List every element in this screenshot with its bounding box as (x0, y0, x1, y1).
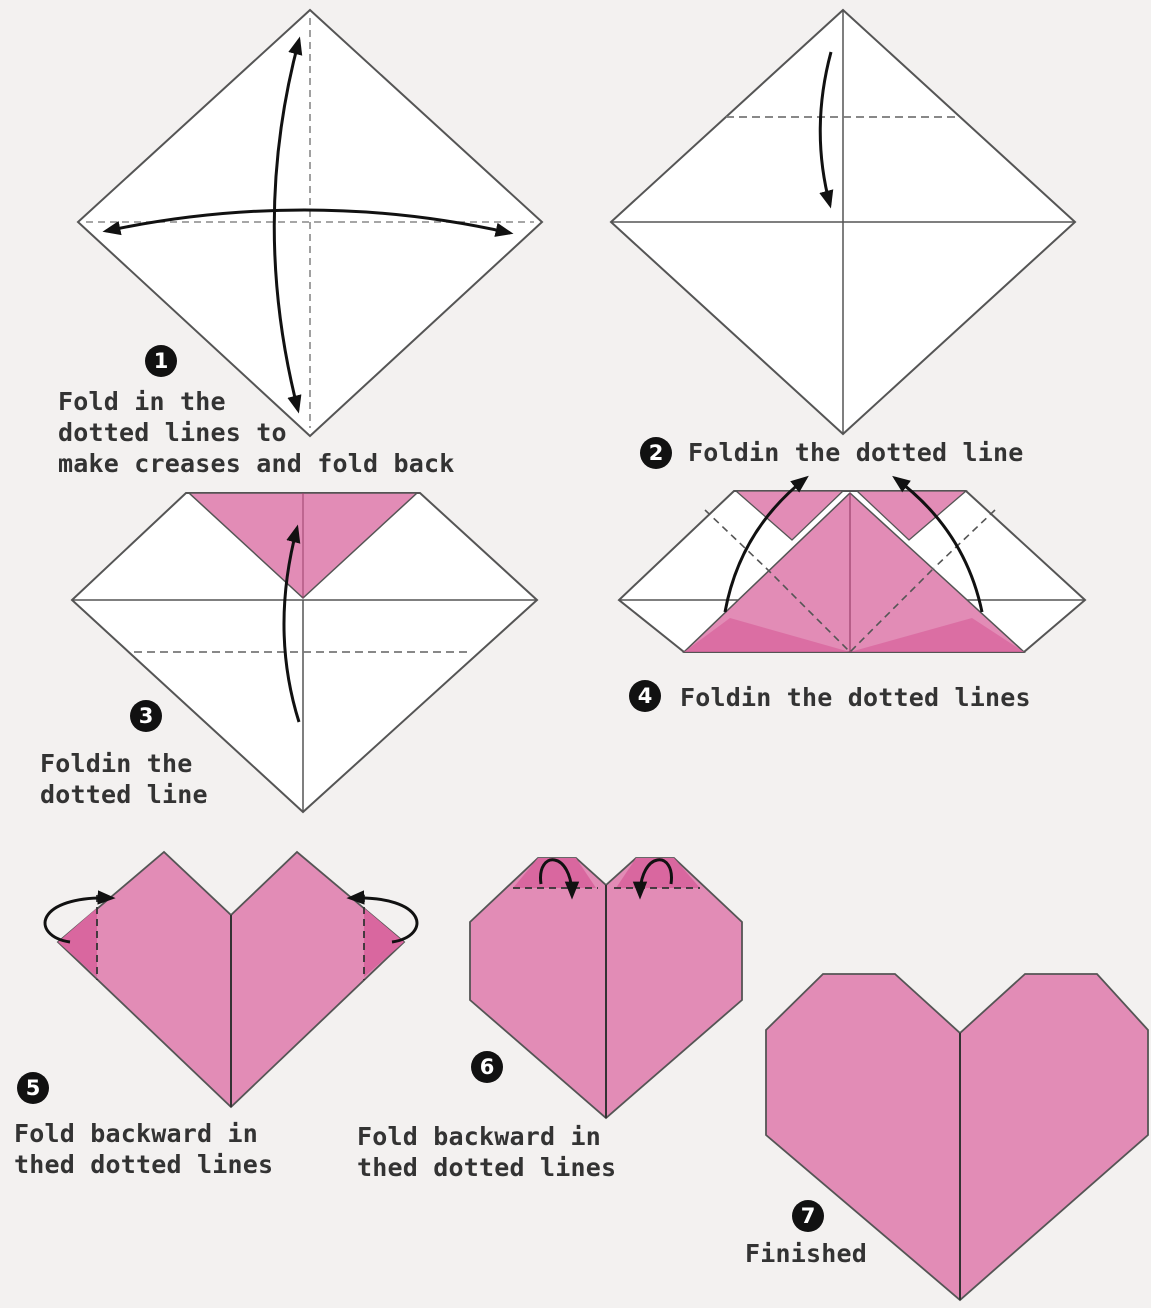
caption-line: make creases and fold back (58, 448, 455, 479)
step-number-badge: 4 (629, 680, 661, 712)
caption-line: thed dotted lines (14, 1149, 273, 1180)
step-number-badge: 6 (471, 1051, 503, 1083)
caption-line: dotted line (40, 779, 208, 810)
caption-line: Fold backward in (14, 1118, 273, 1149)
caption-line: Foldin the dotted lines (680, 682, 1031, 713)
caption-line: Finished (745, 1238, 867, 1269)
step-3-caption: Foldin the dotted line (40, 748, 208, 810)
step-6-figure (470, 858, 742, 1118)
caption-line: thed dotted lines (357, 1152, 616, 1183)
step-5-figure (45, 852, 417, 1107)
shade-left-corner (58, 908, 97, 977)
caption-line: dotted lines to (58, 417, 455, 448)
step-4-caption: Foldin the dotted lines (680, 682, 1031, 713)
caption-line: Fold in the (58, 386, 455, 417)
step-7-caption: Finished (745, 1238, 867, 1269)
step-2-caption: Foldin the dotted line (688, 437, 1024, 468)
step-number-badge: 3 (130, 700, 162, 732)
step-6-caption: Fold backward in thed dotted lines (357, 1121, 616, 1183)
caption-line: Foldin the (40, 748, 208, 779)
step-2-figure (611, 10, 1075, 434)
caption-line: Foldin the dotted line (688, 437, 1024, 468)
step-number-badge: 5 (17, 1072, 49, 1104)
step-4-figure (619, 478, 1085, 652)
step-1-caption: Fold in the dotted lines to make creases… (58, 386, 455, 479)
shade-right-corner (364, 908, 404, 977)
step-number-badge: 2 (640, 437, 672, 469)
caption-line: Fold backward in (357, 1121, 616, 1152)
step-5-caption: Fold backward in thed dotted lines (14, 1118, 273, 1180)
step-1-figure (78, 10, 542, 436)
step-number-badge: 1 (145, 345, 177, 377)
step-number-badge: 7 (792, 1200, 824, 1232)
